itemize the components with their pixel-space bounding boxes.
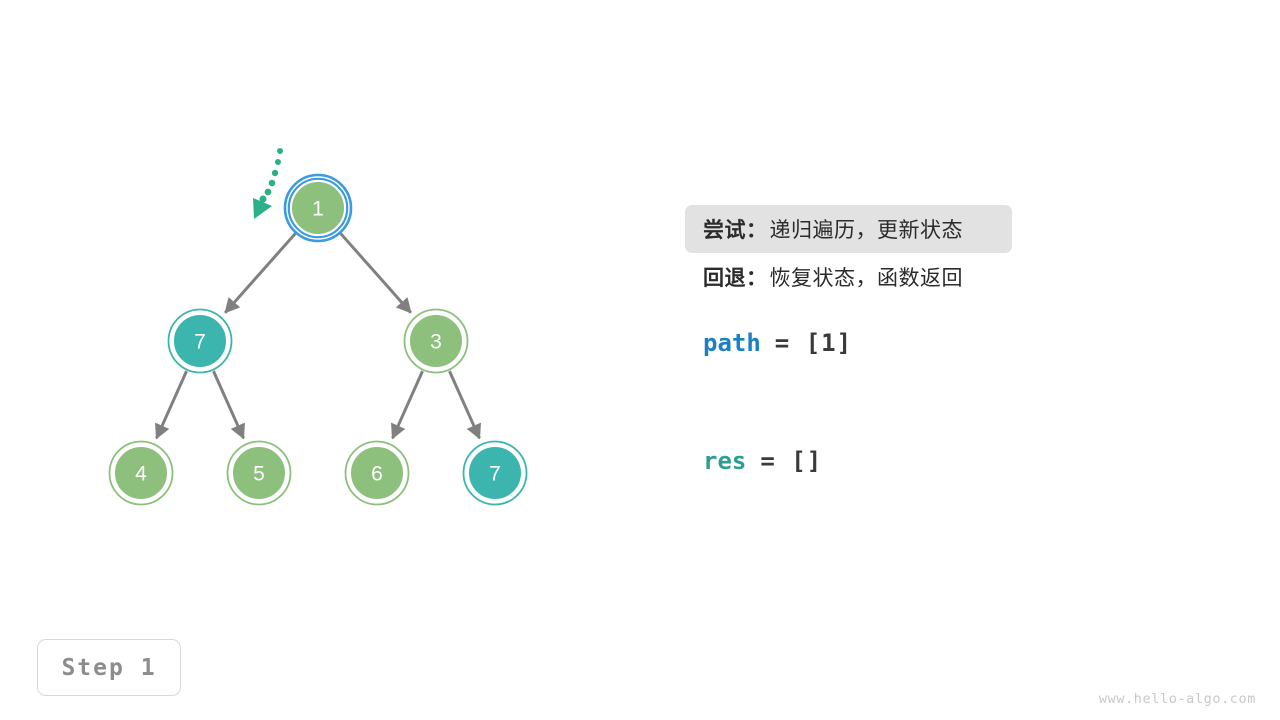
tree-node-label: 7 bbox=[194, 331, 206, 354]
pointer-dot bbox=[277, 148, 283, 154]
pointer-dot bbox=[268, 179, 276, 187]
tree-node-label: 7 bbox=[489, 463, 501, 486]
tree-node-label: 5 bbox=[253, 463, 265, 486]
tree-edge bbox=[155, 370, 188, 440]
tree-node-7: 7 bbox=[167, 308, 233, 374]
path-variable-value: = [1] bbox=[774, 329, 853, 357]
step-badge: Step 1 bbox=[37, 639, 181, 696]
tree-edge bbox=[391, 370, 424, 440]
tree-node-1: 1 bbox=[283, 173, 353, 243]
pointer-arrowhead-icon bbox=[253, 198, 272, 219]
try-phase-text: 递归遍历，更新状态 bbox=[769, 219, 963, 242]
pointer-dot bbox=[264, 188, 272, 196]
pointer-dot bbox=[275, 159, 281, 165]
tree-node-label: 1 bbox=[312, 198, 324, 221]
pointer-dot bbox=[271, 169, 279, 177]
node-outer-ring bbox=[226, 440, 292, 506]
node-outer-ring bbox=[462, 440, 528, 506]
watermark-text: www.hello-algo.com bbox=[1098, 691, 1256, 707]
try-phase-label: 尝试： bbox=[703, 219, 768, 242]
backtrack-phase-line: 回退： 恢复状态，函数返回 bbox=[685, 253, 1245, 301]
tree-node-label: 6 bbox=[371, 463, 383, 486]
node-highlight-ring bbox=[287, 177, 349, 239]
step-badge-label: Step 1 bbox=[61, 654, 157, 681]
tree-node-5: 5 bbox=[226, 440, 292, 506]
path-variable-name: path bbox=[703, 329, 761, 357]
edge-layer bbox=[155, 231, 481, 440]
path-variable-line: path = [1] bbox=[685, 320, 852, 366]
watermark: www.hello-algo.com bbox=[1099, 691, 1256, 707]
recursion-pointer bbox=[253, 148, 283, 219]
backtrack-phase-label: 回退： bbox=[703, 267, 768, 290]
res-variable-value: = [] bbox=[760, 447, 823, 475]
tree-node-3: 3 bbox=[403, 308, 469, 374]
binary-tree-diagram: 1 7 3 4 5 6 7 bbox=[108, 148, 528, 506]
backtrack-phase-text: 恢复状态，函数返回 bbox=[769, 267, 963, 290]
tree-node-6: 6 bbox=[344, 440, 410, 506]
tree-edge bbox=[212, 370, 245, 440]
tree-edge bbox=[338, 231, 412, 314]
node-outer-ring bbox=[344, 440, 410, 506]
tree-node-label: 4 bbox=[135, 463, 147, 486]
res-variable-name: res bbox=[703, 447, 747, 475]
tree-node-4: 4 bbox=[108, 440, 174, 506]
node-layer: 1 7 3 4 5 6 7 bbox=[108, 173, 528, 506]
tree-edge bbox=[224, 231, 298, 314]
try-phase-line: 尝试： 递归遍历，更新状态 bbox=[685, 205, 1012, 253]
tree-node-7: 7 bbox=[462, 440, 528, 506]
info-panel: 尝试： 递归遍历，更新状态 回退： 恢复状态，函数返回 bbox=[685, 205, 1245, 301]
node-outer-ring bbox=[108, 440, 174, 506]
node-outer-ring bbox=[167, 308, 233, 374]
tree-node-label: 3 bbox=[430, 331, 442, 354]
res-variable-line: res = [] bbox=[685, 438, 822, 484]
tree-edge bbox=[448, 370, 481, 440]
pointer-dot bbox=[259, 195, 267, 203]
node-outer-ring bbox=[403, 308, 469, 374]
